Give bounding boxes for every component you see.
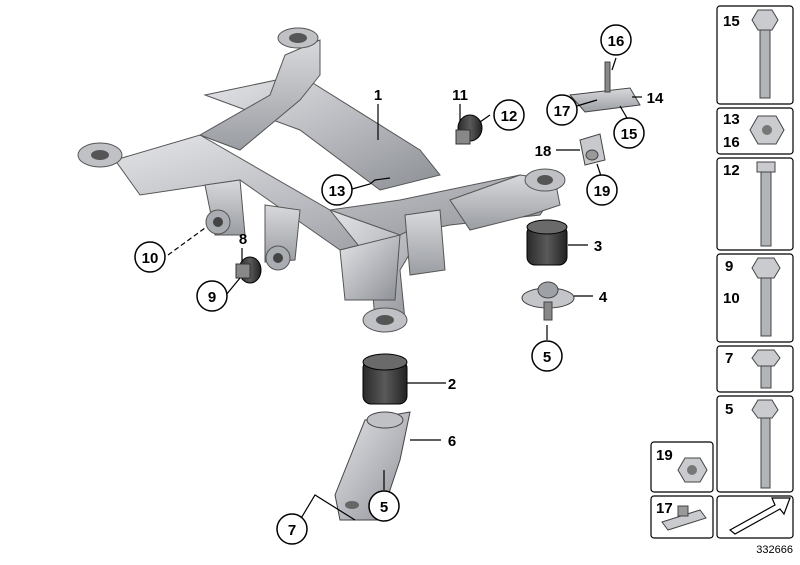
rear-axle-subframe bbox=[77, 27, 566, 333]
callout-7: 7 bbox=[276, 513, 308, 545]
panel-bolt-9 bbox=[751, 257, 781, 337]
svg-text:17: 17 bbox=[554, 103, 571, 120]
panel-nut-13 bbox=[749, 115, 785, 145]
svg-text:12: 12 bbox=[501, 108, 518, 125]
damper-plate-4 bbox=[521, 281, 575, 321]
callout-19: 19 bbox=[586, 174, 618, 206]
callout-11: 11 bbox=[452, 87, 468, 104]
panel-label-19: 19 bbox=[656, 447, 673, 464]
panel-clip-17 bbox=[661, 505, 707, 531]
mount-bushing-2 bbox=[362, 353, 408, 405]
panel-label-17: 17 bbox=[656, 500, 673, 517]
svg-text:5: 5 bbox=[380, 499, 388, 516]
callout-12: 12 bbox=[493, 99, 525, 131]
panel-label-5: 5 bbox=[725, 401, 733, 418]
callout-17: 17 bbox=[546, 94, 578, 126]
svg-text:13: 13 bbox=[329, 183, 346, 200]
panel-label-13: 13 bbox=[723, 111, 740, 128]
svg-text:19: 19 bbox=[594, 183, 611, 200]
panel-bolt-12 bbox=[756, 161, 776, 247]
mount-bushing-3 bbox=[526, 219, 568, 266]
panel-label-7: 7 bbox=[725, 350, 733, 367]
callout-18: 18 bbox=[535, 143, 552, 160]
callout-16: 16 bbox=[600, 24, 632, 56]
bracket-14 bbox=[568, 61, 641, 113]
diagram-id: 332666 bbox=[756, 544, 793, 556]
callout-13: 13 bbox=[321, 174, 353, 206]
svg-text:15: 15 bbox=[621, 126, 638, 143]
callout-1: 1 bbox=[374, 87, 382, 104]
callout-6: 6 bbox=[448, 433, 456, 450]
panel-label-16: 16 bbox=[723, 134, 740, 151]
panel-bolt-5 bbox=[751, 399, 779, 489]
svg-text:16: 16 bbox=[608, 33, 625, 50]
bushing-11 bbox=[455, 114, 483, 145]
panel-label-10: 10 bbox=[723, 290, 740, 307]
callout-9: 9 bbox=[196, 280, 228, 312]
callout-5-b: 5 bbox=[368, 490, 400, 522]
callout-2: 2 bbox=[448, 376, 456, 393]
callout-14: 14 bbox=[647, 90, 664, 107]
callout-3: 3 bbox=[594, 238, 602, 255]
panel-bolt-15 bbox=[751, 9, 779, 99]
arrow-icon bbox=[728, 497, 791, 535]
panel-bolt-7 bbox=[751, 349, 781, 389]
svg-text:7: 7 bbox=[288, 522, 296, 539]
callout-4: 4 bbox=[599, 289, 608, 306]
bracket-6 bbox=[334, 411, 411, 521]
clip-18 bbox=[579, 133, 606, 166]
callout-10: 10 bbox=[134, 241, 166, 273]
svg-text:9: 9 bbox=[208, 289, 216, 306]
panel-label-12: 12 bbox=[723, 162, 740, 179]
bushing-8 bbox=[235, 256, 262, 284]
callout-8: 8 bbox=[239, 231, 247, 248]
panel-label-9: 9 bbox=[725, 258, 733, 275]
callout-15: 15 bbox=[613, 117, 645, 149]
svg-text:5: 5 bbox=[543, 349, 551, 366]
svg-text:10: 10 bbox=[142, 250, 159, 267]
panel-label-15: 15 bbox=[723, 13, 740, 30]
panel-nut-19 bbox=[677, 457, 708, 483]
callout-5-a: 5 bbox=[531, 340, 563, 372]
